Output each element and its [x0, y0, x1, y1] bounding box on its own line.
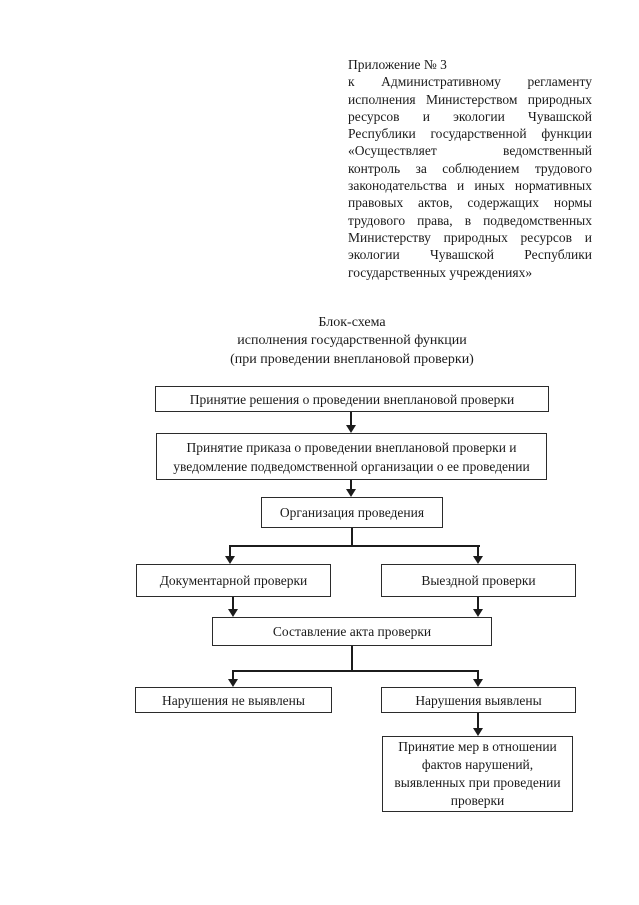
- box-measures-label-line1: Принятие мер в отношении: [398, 739, 557, 754]
- flowchart-title-line: (при проведении внеплановой проверки): [230, 351, 474, 367]
- connector-order-organization: [350, 480, 352, 490]
- box-order: Принятие приказа о проведении внепланово…: [156, 433, 547, 480]
- box-violations-found: Нарушения выявлены: [381, 687, 576, 713]
- box-measures-label-line2: фактов нарушений,: [421, 757, 534, 772]
- box-field-check-label: Выездной проверки: [421, 573, 536, 588]
- box-no-violations-label: Нарушения не выявлены: [162, 692, 305, 708]
- box-order-label-line1: Принятие приказа о проведении внепланово…: [186, 439, 517, 455]
- connector-violations-measures: [477, 713, 479, 729]
- appendix-note-line: Приложение № 3: [348, 57, 447, 72]
- appendix-note-line: Министерству природных ресурсов и: [348, 229, 592, 245]
- connector-field-act: [477, 597, 479, 610]
- appendix-note-line: «Осуществляет ведомственный: [348, 143, 592, 159]
- arrowhead-down-icon: [346, 489, 356, 497]
- box-documentary-check: Документарной проверки: [136, 564, 331, 597]
- connector-act-branch: [351, 646, 353, 672]
- box-decision-label: Принятие решения о проведении внепланово…: [189, 391, 515, 407]
- connector-branch-documentary: [229, 545, 231, 557]
- arrowhead-down-icon: [225, 556, 235, 564]
- connector-decision-order: [350, 412, 352, 427]
- box-act: Составление акта проверки: [212, 617, 492, 646]
- flowchart-title: Блок-схема исполнения государственной фу…: [147, 314, 557, 369]
- connector-organization-branch: [351, 528, 353, 547]
- box-measures: Принятие мер в отношении фактов нарушени…: [382, 736, 573, 812]
- appendix-note-line: законодательства и иных нормативных: [348, 178, 592, 194]
- appendix-note-line: правовых актов, содержащих нормы: [348, 195, 592, 211]
- arrowhead-down-icon: [473, 728, 483, 736]
- connector-branch-violations: [477, 670, 479, 680]
- connector-branch-field: [477, 545, 479, 557]
- appendix-note-line: Республики государственной функции: [348, 126, 592, 142]
- box-act-label: Составление акта проверки: [272, 624, 432, 639]
- flowchart-title-line: Блок-схема: [318, 315, 386, 330]
- box-organization-label: Организация проведения: [279, 505, 425, 520]
- arrowhead-down-icon: [228, 679, 238, 687]
- box-field-check: Выездной проверки: [381, 564, 576, 597]
- arrowhead-down-icon: [346, 425, 356, 433]
- box-violations-found-label: Нарушения выявлены: [415, 692, 542, 708]
- arrowhead-down-icon: [473, 609, 483, 617]
- box-order-label-line2: уведомление подведомственной организации…: [173, 458, 530, 474]
- connector-branch-no-violations: [232, 670, 234, 680]
- box-decision: Принятие решения о проведении внепланово…: [155, 386, 549, 412]
- box-documentary-check-label: Документарной проверки: [159, 573, 308, 588]
- box-measures-label-line4: проверки: [450, 793, 505, 808]
- appendix-note-line: исполнения Министерством природных: [348, 91, 592, 107]
- branch-line-checks: [229, 545, 480, 547]
- appendix-note-line: экологии Чувашской Республики: [348, 247, 592, 263]
- appendix-note: Приложение № 3 к Административному регла…: [348, 56, 592, 281]
- arrowhead-down-icon: [473, 679, 483, 687]
- appendix-note-line: трудового права, в подведомственных: [348, 212, 592, 228]
- flowchart-title-line: исполнения государственной функции: [237, 333, 467, 349]
- appendix-note-line: государственных учреждениях»: [348, 264, 533, 280]
- arrowhead-down-icon: [473, 556, 483, 564]
- appendix-note-line: ресурсов и экологии Чувашской: [348, 108, 592, 124]
- box-no-violations: Нарушения не выявлены: [135, 687, 332, 713]
- appendix-note-line: к Административному регламенту: [348, 74, 592, 90]
- appendix-note-line: контроль за соблюдением трудового: [348, 160, 592, 176]
- connector-documentary-act: [232, 597, 234, 610]
- arrowhead-down-icon: [228, 609, 238, 617]
- box-organization: Организация проведения: [261, 497, 443, 528]
- branch-line-results: [232, 670, 479, 672]
- box-measures-label-line3: выявленных при проведении: [394, 775, 561, 790]
